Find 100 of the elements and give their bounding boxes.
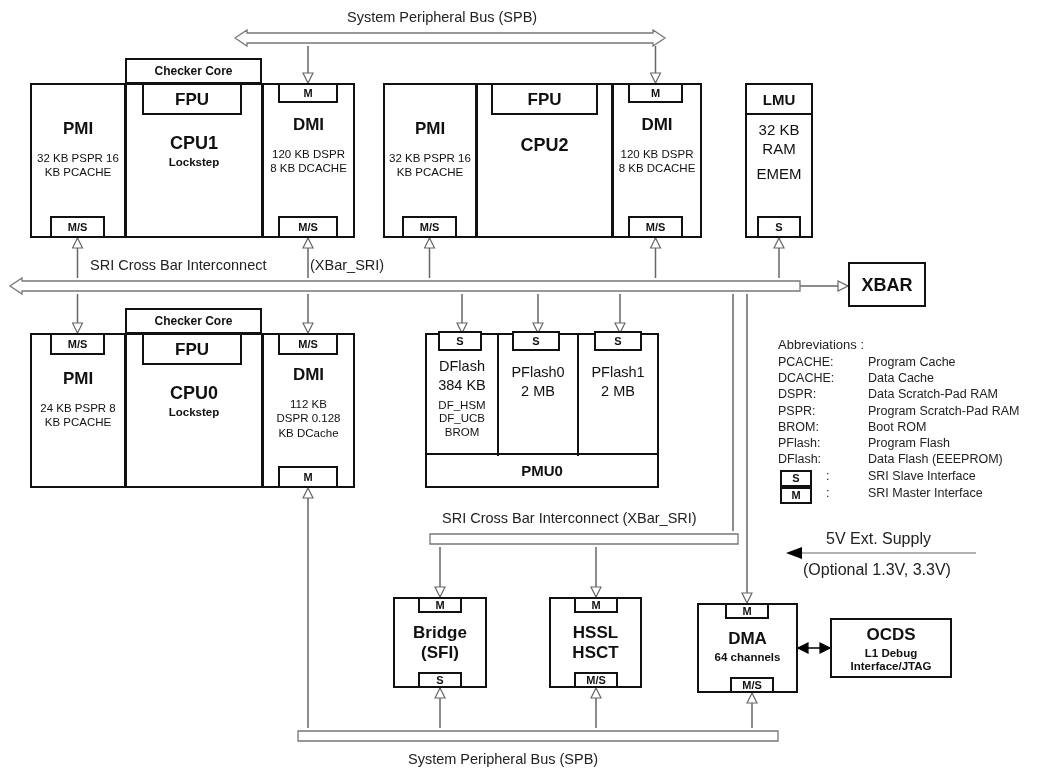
interface-port: M/S: [574, 672, 618, 688]
bus-label: SRI Cross Bar Interconnect (XBar_SRI): [442, 509, 697, 527]
block: [612, 83, 702, 238]
arrow: [302, 45, 314, 84]
bus-label: System Peripheral Bus (SPB): [408, 750, 599, 768]
block-title: PMI: [62, 369, 94, 389]
block: [125, 333, 263, 488]
block-title: DMI: [641, 115, 673, 135]
interface-port: M/S: [50, 333, 105, 355]
abbreviation-text: PSPR:: [778, 404, 816, 419]
block: [125, 83, 263, 238]
block-title: CPU1: [170, 133, 218, 154]
block-title: OCDS: [866, 625, 916, 645]
arrow: [434, 687, 446, 729]
block-title: LMU: [747, 85, 811, 115]
interface-port: M/S: [402, 216, 457, 238]
interface-port: M/S: [278, 216, 338, 238]
block: [830, 618, 952, 678]
block: [383, 83, 477, 238]
bus-label: System Peripheral Bus (SPB): [347, 8, 538, 26]
arrow: [302, 293, 314, 334]
memory-block: [745, 83, 813, 238]
checker-core-box: Checker Core: [125, 308, 262, 334]
abbreviation-text: DCACHE:: [778, 372, 835, 386]
abbreviation-text: DSPR:: [778, 388, 817, 403]
abbreviation-text: PCACHE:: [778, 356, 834, 370]
interface-port: M: [278, 83, 338, 103]
arrow: [302, 487, 314, 729]
block-text: 112 KB DSPR 0.128 KB DCache: [275, 397, 342, 441]
arrow: [434, 546, 446, 598]
interface-port: M: [628, 83, 683, 103]
fpu-box: FPU: [142, 83, 242, 115]
arrow: [649, 237, 662, 279]
abbreviation-text: Abbreviations :: [778, 338, 864, 353]
supply-label: 5V Ext. Supply: [826, 530, 931, 548]
arrow: [649, 45, 662, 84]
block: [30, 83, 126, 238]
block: [262, 83, 355, 238]
abbreviation-text: Data Cache: [868, 372, 934, 386]
arrow: [741, 293, 753, 604]
block-title: DMI: [292, 365, 325, 385]
block-text: Lockstep: [168, 155, 220, 169]
interface-port: S: [418, 672, 462, 688]
bus-label: SRI Cross Bar Interconnect: [90, 256, 267, 274]
interface-port: S: [757, 216, 801, 238]
abbreviation-text: Program Flash: [868, 437, 950, 451]
block-title: PMU0: [427, 453, 657, 486]
fpu-box: FPU: [491, 83, 598, 115]
block-title: DMI: [292, 115, 325, 135]
arrow: [590, 687, 602, 729]
block-title: HSSL HSCT: [571, 623, 620, 663]
block: [393, 597, 487, 688]
supply-label: (Optional 1.3V, 3.3V): [803, 561, 951, 579]
interface-port: S: [438, 331, 482, 351]
interface-key: S: [780, 470, 812, 487]
block-text: 32 KB RAM: [757, 121, 801, 159]
abbreviation-text: :: [826, 470, 830, 484]
interface-port: M/S: [50, 216, 105, 238]
block-title: DFlash 384 KB: [437, 357, 487, 395]
arrow: [614, 293, 626, 334]
abbreviation-text: Data Scratch-Pad RAM: [868, 388, 998, 403]
abbreviation-text: :: [826, 486, 830, 501]
arrow: [773, 237, 785, 279]
interface-port: M/S: [628, 216, 683, 238]
block-title: PFlash1 2 MB: [590, 363, 646, 401]
interface-port: S: [512, 331, 560, 351]
arrow: [302, 237, 314, 279]
block-text: DF_HSM DF_UCB BROM: [437, 398, 487, 441]
block-title: PFlash0 2 MB: [510, 363, 566, 401]
abbreviation-text: SRI Slave Interface: [868, 470, 976, 484]
abbreviation-text: PFlash:: [778, 437, 821, 451]
interface-key: M: [780, 486, 812, 504]
interface-port: M: [418, 597, 462, 613]
arrow: [746, 692, 758, 729]
memory-unit-box: [425, 333, 659, 488]
interface-port: M/S: [278, 333, 338, 355]
arrow: [590, 546, 602, 598]
arrow: [532, 293, 544, 334]
block-text: 32 KB PSPR 16 KB PCACHE: [36, 151, 120, 180]
arrow: [71, 237, 84, 279]
arrow: [797, 642, 831, 654]
abbreviation-text: Program Scratch-Pad RAM: [868, 404, 1020, 419]
block-text: 32 KB PSPR 16 KB PCACHE: [388, 151, 472, 180]
xbar-box: XBAR: [848, 262, 926, 307]
arrow: [71, 293, 84, 334]
block-text: 120 KB DSPR 8 KB DCACHE: [269, 147, 348, 176]
abbreviation-text: SRI Master Interface: [868, 486, 983, 501]
block-text: 120 KB DSPR 8 KB DCACHE: [617, 147, 697, 176]
block-text: 24 KB PSPR 8 KB PCACHE: [39, 401, 117, 430]
arrow: [799, 280, 849, 292]
block: [549, 597, 642, 688]
fpu-box: FPU: [142, 333, 242, 365]
interface-port: M: [574, 597, 618, 613]
block-title: CPU2: [520, 135, 569, 156]
block-text: 64 channels: [714, 650, 781, 664]
interface-port: M: [278, 466, 338, 488]
abbreviation-text: BROM:: [778, 420, 819, 435]
abbreviation-text: DFlash:: [778, 453, 822, 467]
connector-line: [732, 293, 734, 532]
block-title: PMI: [414, 119, 446, 139]
